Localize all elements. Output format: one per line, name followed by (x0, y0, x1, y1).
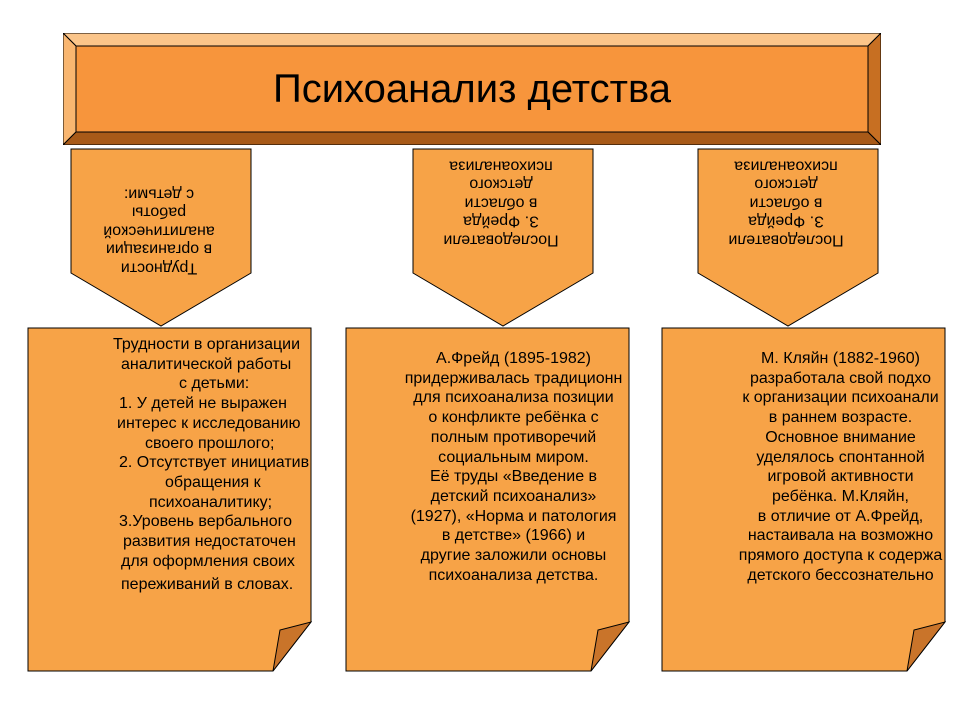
card-line: полным противоречий (430, 428, 597, 446)
card-line: уделялось спонтанной (756, 448, 925, 466)
card-line: Её труды «Введение в (429, 468, 598, 486)
callout-text: Трудности в организации аналитической ра… (74, 184, 244, 277)
card-line: к организации психоанали (742, 389, 939, 407)
card-line: Основное внимание (765, 428, 916, 446)
card-line: для оформления своих (121, 552, 295, 570)
card-line: интерес к исследованию (117, 414, 301, 432)
callout-line: в области (749, 194, 823, 212)
card-line: 2. Отсутствует инициатив (119, 454, 310, 472)
card-line: придерживалась традиционн (404, 369, 623, 387)
page-title: Психоанализ детства (272, 66, 672, 111)
card-line: разработала свой подхо (749, 369, 932, 387)
callout-difficulties: Трудности в организации аналитической ра… (70, 148, 252, 328)
callout-line: З. Фрейда (463, 213, 539, 230)
card-line: М. Кляйн (1882-1960) (761, 350, 920, 367)
card-text: Трудности в организации аналитической ра… (107, 335, 312, 595)
callout-line: детского (754, 176, 818, 193)
card-line: о конфликте ребёнка с (428, 409, 599, 427)
callout-line: Последователи (443, 231, 559, 249)
card-line: (1927), «Норма и патология (410, 507, 617, 525)
callout-line: в области (464, 194, 538, 212)
card-line: психоаналитику; (149, 493, 273, 511)
card-melanie-klein: М. Кляйн (1882-1960) разработала свой по… (661, 327, 946, 672)
card-line: в отличие от А.Фрейд, (757, 507, 924, 525)
card-line: для психоанализа позиции (413, 389, 614, 407)
card-line: переживаний в словах. (121, 576, 294, 594)
title-banner (63, 33, 881, 145)
card-line: в детстве» (1966) и (441, 527, 586, 545)
callout-line: Последователи (728, 231, 844, 249)
callout-line: психоанализа (449, 157, 553, 175)
card-line: настаивала на возможно (747, 527, 934, 545)
card-line: 3.Уровень вербального (119, 513, 293, 531)
callout-text: Последователи З. Фрейда в области детско… (701, 156, 871, 249)
callout-line: психоанализа (734, 157, 838, 175)
callout-line: работы (131, 204, 187, 221)
card-line: ребёнка. М.Кляйн, (772, 487, 909, 505)
callout-freud-followers-2: Последователи З. Фрейда в области детско… (697, 148, 879, 328)
card-line: своего прошлого; (145, 434, 275, 452)
card-line: детского бессознательно (747, 566, 934, 584)
card-line: аналитической работы (121, 355, 292, 373)
card-line: 1. У детей не выражен (119, 395, 287, 413)
callout-line: З. Фрейда (748, 213, 824, 230)
card-text: А.Фрейд (1895-1982) придерживалась тради… (397, 349, 630, 585)
card-line: социальным миром. (438, 448, 589, 466)
card-line: обращения к (165, 473, 261, 491)
callout-text: Последователи З. Фрейда в области детско… (416, 156, 586, 249)
card-line: развития недостаточен (123, 533, 296, 551)
card-line: прямого доступа к содержа (738, 547, 943, 565)
card-text: М. Кляйн (1882-1960) разработала свой по… (721, 349, 960, 585)
card-line: игровой активности (767, 468, 914, 486)
callout-line: аналитической (103, 222, 215, 240)
card-anna-freud: А.Фрейд (1895-1982) придерживалась тради… (345, 327, 630, 672)
callout-line: Трудности (120, 259, 198, 277)
card-line: Трудности в организации (113, 336, 301, 353)
card-line: детский психоанализ» (430, 487, 597, 505)
card-line: с детьми: (179, 375, 250, 393)
callout-line: детского (469, 176, 533, 193)
card-difficulties: Трудности в организации аналитической ра… (27, 327, 312, 672)
card-line: психоанализа детства. (428, 566, 599, 584)
card-line: другие заложили основы (420, 547, 607, 565)
callout-line: с детьми: (123, 185, 195, 203)
card-line: в раннем возрасте. (768, 409, 913, 427)
callout-freud-followers-1: Последователи З. Фрейда в области детско… (412, 148, 594, 328)
card-line: А.Фрейд (1895-1982) (436, 350, 591, 367)
callout-line: в организации (105, 241, 213, 258)
